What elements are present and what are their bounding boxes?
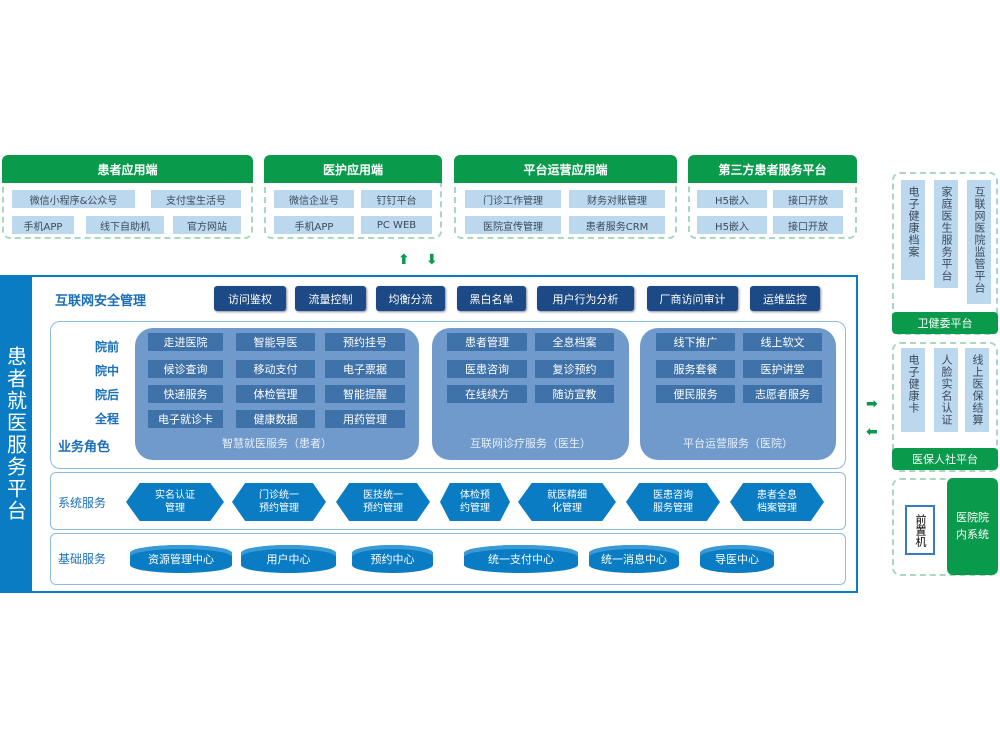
health-commission-group bbox=[892, 172, 998, 335]
platform-title: 患者就医服务平台 bbox=[0, 275, 32, 593]
chip: 财务对账管理 bbox=[569, 190, 665, 208]
group-header: 平台运营应用端 bbox=[454, 155, 677, 183]
cluster-caption: 互联网诊疗服务（医生） bbox=[470, 437, 591, 450]
base-item: 统一支付中心 bbox=[464, 545, 578, 573]
chip: 接口开放 bbox=[773, 190, 843, 208]
frontend-machine: 前置机 bbox=[905, 505, 935, 555]
base-item: 统一消息中心 bbox=[589, 545, 679, 573]
hospital-services-cluster: 线下推广 线上软文 服务套餐 医护讲堂 便民服务 志愿者服务 平台运营服务（医院… bbox=[640, 328, 836, 460]
security-item: 黑白名单 bbox=[457, 286, 526, 311]
service-item: 电子票据 bbox=[325, 360, 405, 378]
service-item: 医护讲堂 bbox=[743, 360, 822, 378]
security-item: 厂商访问审计 bbox=[647, 286, 738, 311]
arrow-left-icon: ⬅ bbox=[866, 424, 878, 440]
chip: 官方网站 bbox=[173, 216, 241, 234]
system-item: 体检预 约管理 bbox=[440, 483, 510, 521]
system-item: 患者全息 档案管理 bbox=[730, 483, 824, 521]
hospital-internal-system: 医院院内系统 bbox=[947, 478, 998, 575]
arrow-up-icon: ⬆ bbox=[398, 252, 410, 268]
base-label: 基础服务 bbox=[58, 552, 107, 566]
insurance-group bbox=[892, 342, 998, 472]
system-label: 系统服务 bbox=[58, 496, 107, 510]
doctor-services-cluster: 患者管理 全息档案 医患咨询 复诊预约 在线续方 随访宣教 互联网诊疗服务（医生… bbox=[432, 328, 629, 460]
security-item: 流量控制 bbox=[295, 286, 366, 311]
platform-item: 互联网医院监管平台 bbox=[967, 180, 991, 304]
service-item: 电子就诊卡 bbox=[148, 410, 223, 428]
stage-label: 院后 bbox=[95, 388, 120, 402]
security-item: 用户行为分析 bbox=[537, 286, 634, 311]
insurance-label: 医保人社平台 bbox=[892, 448, 998, 470]
stage-label: 院中 bbox=[95, 364, 120, 378]
service-item: 在线续方 bbox=[447, 385, 527, 403]
service-item: 医患咨询 bbox=[447, 360, 527, 378]
base-services-panel bbox=[50, 533, 846, 585]
service-item: 服务套餐 bbox=[656, 360, 735, 378]
service-item: 智能提醒 bbox=[325, 385, 405, 403]
service-item: 用药管理 bbox=[325, 410, 405, 428]
chip: 患者服务CRM bbox=[569, 216, 665, 234]
chip: 接口开放 bbox=[773, 216, 843, 234]
service-item: 全息档案 bbox=[535, 333, 614, 351]
security-item: 均衡分流 bbox=[376, 286, 445, 311]
arrow-right-icon: ➡ bbox=[866, 396, 878, 412]
chip: 门诊工作管理 bbox=[465, 190, 561, 208]
service-item: 智能导医 bbox=[236, 333, 315, 351]
stage-label: 全程 bbox=[95, 412, 120, 426]
roles-label: 业务角色 bbox=[58, 440, 111, 455]
cluster-caption: 智慧就医服务（患者） bbox=[222, 437, 332, 450]
service-item: 快递服务 bbox=[148, 385, 223, 403]
chip: 微信小程序&公众号 bbox=[12, 190, 135, 208]
base-item: 资源管理中心 bbox=[130, 545, 232, 573]
business-role-panel bbox=[50, 321, 846, 469]
service-item: 志愿者服务 bbox=[743, 385, 822, 403]
service-item: 候诊查询 bbox=[148, 360, 223, 378]
stage-label: 院前 bbox=[95, 340, 120, 354]
health-commission-label: 卫健委平台 bbox=[892, 312, 998, 334]
service-item: 患者管理 bbox=[447, 333, 527, 351]
service-item: 复诊预约 bbox=[535, 360, 614, 378]
security-item: 运维监控 bbox=[750, 286, 820, 311]
platform-item: 电子健康卡 bbox=[901, 348, 925, 432]
chip: 钉钉平台 bbox=[361, 190, 432, 208]
chip: H5嵌入 bbox=[697, 216, 767, 234]
service-item: 移动支付 bbox=[236, 360, 315, 378]
system-services-panel bbox=[50, 472, 846, 530]
service-item: 随访宣教 bbox=[535, 385, 614, 403]
chip: 医院宣传管理 bbox=[465, 216, 561, 234]
chip: 手机APP bbox=[274, 216, 354, 234]
service-item: 线下推广 bbox=[656, 333, 735, 351]
cluster-caption: 平台运营服务（医院） bbox=[683, 437, 793, 450]
group-header: 患者应用端 bbox=[2, 155, 253, 183]
platform-item: 线上医保结算 bbox=[965, 348, 989, 432]
base-item: 用户中心 bbox=[241, 545, 336, 573]
base-item: 预约中心 bbox=[352, 545, 433, 573]
service-item: 预约挂号 bbox=[325, 333, 405, 351]
chip: 线下自助机 bbox=[86, 216, 164, 234]
service-item: 便民服务 bbox=[656, 385, 735, 403]
chip: 支付宝生活号 bbox=[151, 190, 241, 208]
chip: H5嵌入 bbox=[697, 190, 767, 208]
platform-item: 人脸实名认证 bbox=[934, 348, 958, 432]
base-item: 导医中心 bbox=[700, 545, 774, 573]
service-item: 走进医院 bbox=[148, 333, 223, 351]
group-header: 第三方患者服务平台 bbox=[688, 155, 857, 183]
chip: 微信企业号 bbox=[274, 190, 354, 208]
security-label: 互联网安全管理 bbox=[55, 294, 147, 309]
platform-item: 电子健康档案 bbox=[901, 180, 925, 280]
system-item: 就医精细 化管理 bbox=[518, 483, 616, 521]
arrow-down-icon: ⬇ bbox=[426, 252, 438, 268]
security-item: 访问鉴权 bbox=[214, 286, 286, 311]
platform-item: 家庭医生服务平台 bbox=[934, 180, 958, 288]
patient-services-cluster: 走进医院 智能导医 预约挂号 候诊查询 移动支付 电子票据 快递服务 体检管理 … bbox=[135, 328, 419, 460]
system-item: 实名认证 管理 bbox=[126, 483, 224, 521]
service-item: 线上软文 bbox=[743, 333, 822, 351]
system-item: 医技统一 预约管理 bbox=[336, 483, 430, 521]
chip: PC WEB bbox=[361, 216, 432, 234]
chip: 手机APP bbox=[12, 216, 74, 234]
service-item: 体检管理 bbox=[236, 385, 315, 403]
group-header: 医护应用端 bbox=[264, 155, 442, 183]
system-item: 门诊统一 预约管理 bbox=[232, 483, 326, 521]
service-item: 健康数据 bbox=[236, 410, 315, 428]
system-item: 医患咨询 服务管理 bbox=[626, 483, 720, 521]
